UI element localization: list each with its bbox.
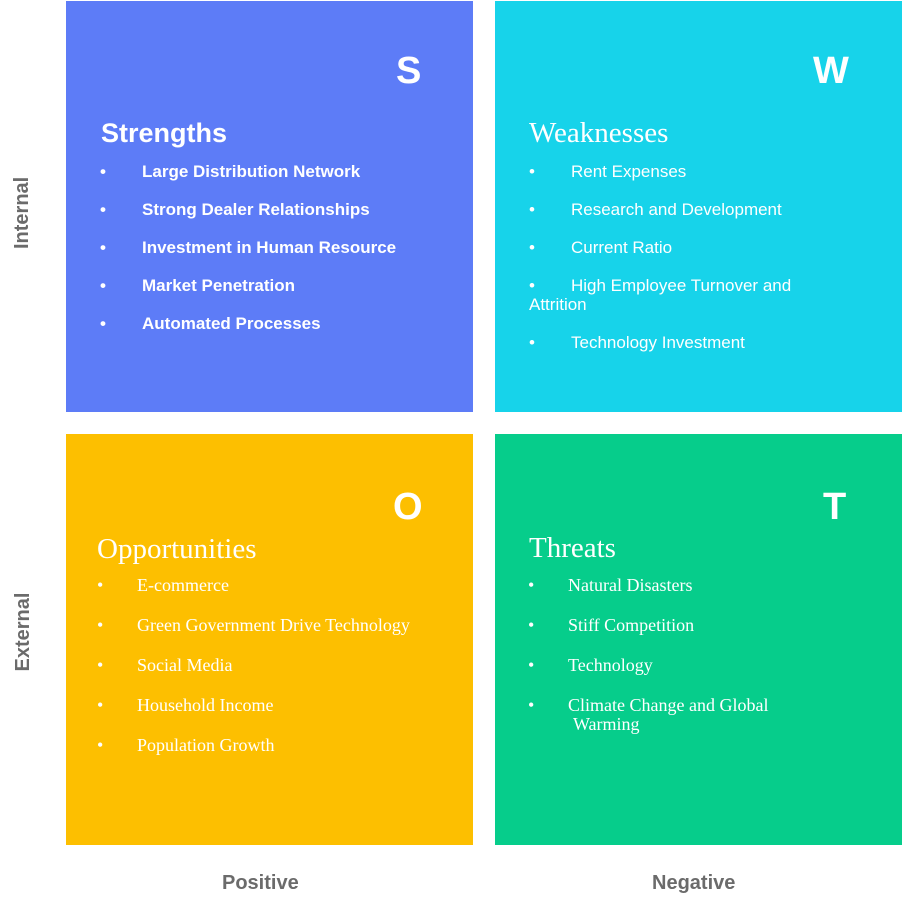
threats-quadrant: T Threats •Natural Disasters •Stiff Comp… xyxy=(495,434,902,845)
list-item: •Technology xyxy=(528,655,653,675)
strengths-quadrant: S Strengths •Large Distribution Network … xyxy=(66,1,473,412)
weaknesses-list: •Rent Expenses •Research and Development… xyxy=(529,162,892,371)
bullet-icon: • xyxy=(529,238,535,257)
bullet-icon: • xyxy=(97,735,104,755)
bullet-icon: • xyxy=(528,655,535,675)
list-item: •Automated Processes xyxy=(100,314,321,333)
threats-letter: T xyxy=(823,486,847,528)
list-item: •Large Distribution Network xyxy=(100,162,361,181)
bullet-icon: • xyxy=(528,575,535,595)
bullet-icon: • xyxy=(97,615,104,635)
weaknesses-title: Weaknesses xyxy=(529,117,669,149)
bullet-icon: • xyxy=(529,162,535,181)
threats-title: Threats xyxy=(529,532,616,564)
list-item: •Population Growth xyxy=(97,735,275,755)
list-item: •Research and Development xyxy=(529,200,782,219)
threats-list: •Natural Disasters •Stiff Competition •T… xyxy=(528,576,892,736)
list-item: •Technology Investment xyxy=(529,333,745,352)
bullet-icon: • xyxy=(529,276,535,295)
strengths-letter: S xyxy=(396,50,422,92)
strengths-list: •Large Distribution Network •Strong Deal… xyxy=(100,162,463,352)
strengths-title: Strengths xyxy=(101,118,228,148)
list-item: •Green Government Drive Technology xyxy=(97,615,410,635)
axis-label-negative: Negative xyxy=(652,872,736,894)
bullet-icon: • xyxy=(529,333,535,352)
list-item: •High Employee Turnover and Attrition xyxy=(529,276,792,314)
axis-label-positive: Positive xyxy=(222,872,299,894)
bullet-icon: • xyxy=(97,575,104,595)
list-item: •Current Ratio xyxy=(529,238,673,257)
list-item: •Investment in Human Resource xyxy=(100,238,397,257)
bullet-icon: • xyxy=(100,314,106,333)
opportunities-quadrant: O Opportunities •E-commerce •Green Gover… xyxy=(66,434,473,845)
list-item: •Rent Expenses xyxy=(529,162,687,181)
opportunities-title: Opportunities xyxy=(97,533,257,565)
opportunities-list: •E-commerce •Green Government Drive Tech… xyxy=(97,576,463,776)
bullet-icon: • xyxy=(529,200,535,219)
weaknesses-quadrant: W Weaknesses •Rent Expenses •Research an… xyxy=(495,1,902,412)
axis-label-internal: Internal xyxy=(11,176,33,249)
list-item: •Natural Disasters xyxy=(528,575,693,595)
bullet-icon: • xyxy=(97,655,104,675)
weaknesses-letter: W xyxy=(813,50,849,92)
bullet-icon: • xyxy=(528,695,535,715)
bullet-icon: • xyxy=(100,200,106,219)
bullet-icon: • xyxy=(100,162,106,181)
list-item: •Household Income xyxy=(97,695,274,715)
list-item: •Stiff Competition xyxy=(528,615,695,635)
bullet-icon: • xyxy=(528,615,535,635)
list-item: •Social Media xyxy=(97,655,233,675)
bullet-icon: • xyxy=(100,276,106,295)
list-item: •E-commerce xyxy=(97,575,229,595)
bullet-icon: • xyxy=(97,695,104,715)
axis-label-external: External xyxy=(12,592,34,672)
list-item: •Strong Dealer Relationships xyxy=(100,200,370,219)
bullet-icon: • xyxy=(100,238,106,257)
list-item: •Market Penetration xyxy=(100,276,296,295)
opportunities-letter: O xyxy=(393,486,423,528)
